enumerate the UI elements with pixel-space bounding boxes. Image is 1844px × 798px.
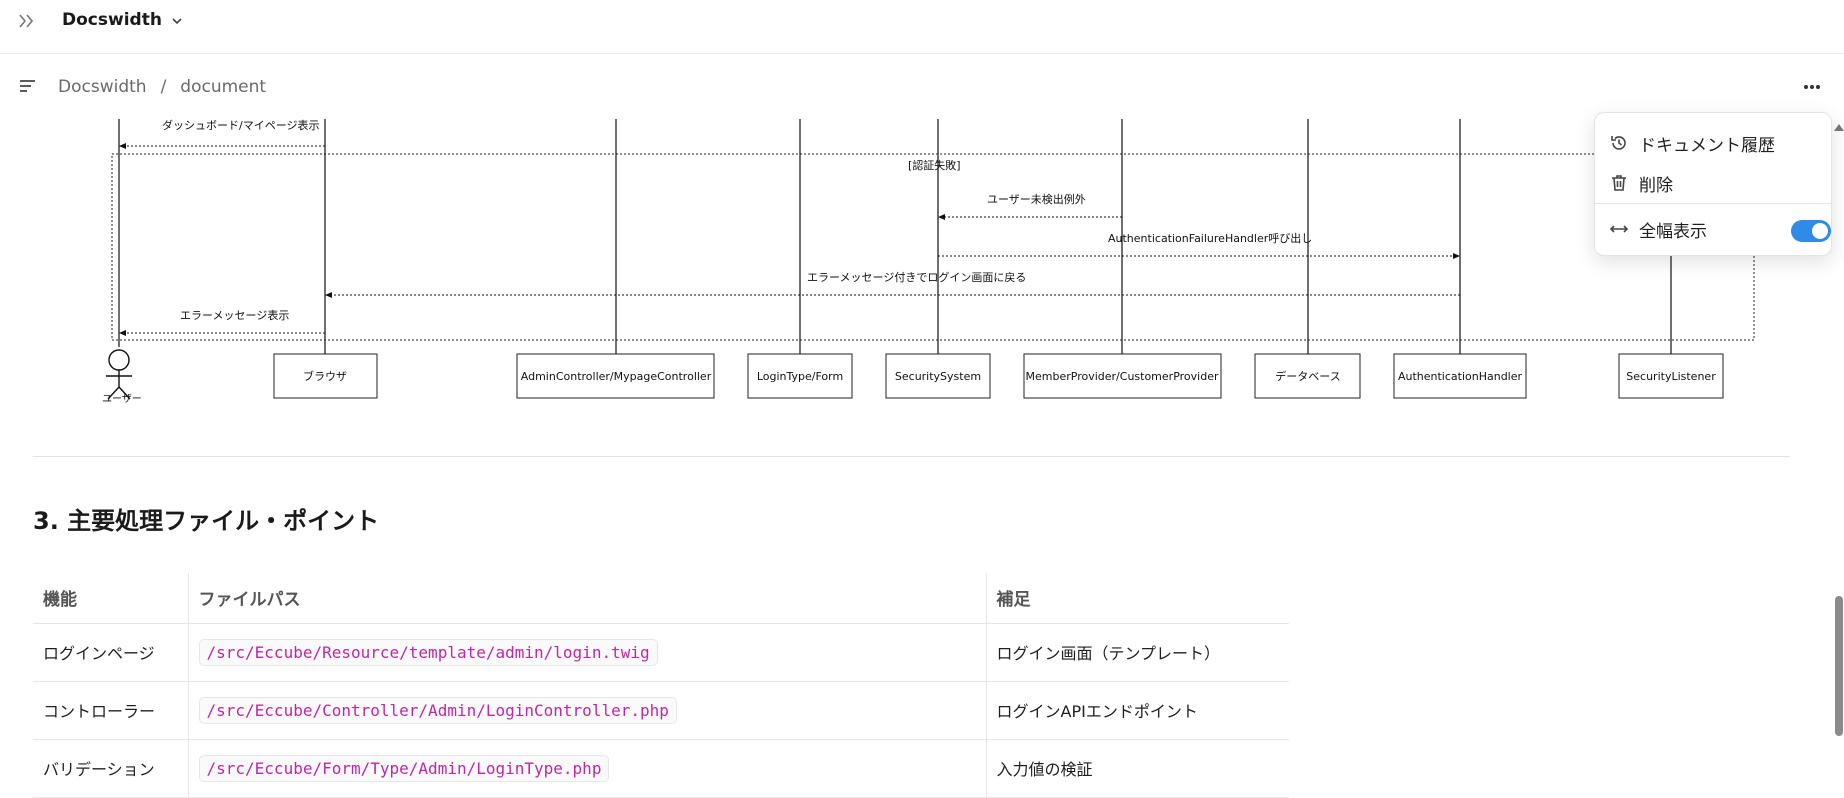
message-label: AuthenticationFailureHandler呼び出し [1108, 231, 1312, 245]
table-row: ログインページ /src/Eccube/Resource/template/ad… [33, 623, 1289, 682]
breadcrumb: Docswidth / document [58, 77, 266, 97]
note-cell: 入力値の検証 [985, 739, 1289, 798]
menu-divider [1595, 203, 1831, 204]
note-cell: ログインAPIエンドポイント [985, 681, 1289, 740]
path-cell: /src/Eccube/Form/Type/Admin/LoginType.ph… [187, 739, 986, 798]
file-path-code: /src/Eccube/Resource/template/admin/logi… [198, 638, 658, 666]
expand-sidebar-icon[interactable] [16, 10, 38, 32]
menu-item-full-width[interactable]: 全幅表示 [1609, 213, 1831, 245]
message-label: エラーメッセージ表示 [180, 308, 289, 322]
more-options-icon[interactable] [1798, 77, 1826, 97]
alt-guard-label: [認証失敗] [908, 158, 961, 172]
menu-item-history[interactable]: ドキュメント履歴 [1609, 127, 1821, 159]
breadcrumb-current[interactable]: document [180, 77, 267, 97]
workspace-name: Docswidth [62, 10, 162, 30]
trash-icon [1612, 175, 1626, 191]
document-header: Docswidth / document [0, 55, 1844, 119]
history-icon [1611, 136, 1626, 150]
chevron-down-icon [172, 17, 182, 24]
participant-label: ブラウザ [303, 369, 347, 383]
table-row: バリデーション /src/Eccube/Form/Type/Admin/Logi… [33, 739, 1289, 798]
message-label: ユーザー未検出例外 [987, 192, 1086, 206]
menu-item-label: 削除 [1639, 175, 1673, 196]
sequence-diagram: ダッシュボード/マイページ表示 [認証失敗] ユーザー未検出例外 Authent… [100, 118, 1770, 419]
column-header: 機能 [33, 573, 188, 624]
section-heading: 3. 主要処理ファイル・ポイント [33, 507, 380, 535]
participant-label: AdminController/MypageController [521, 370, 712, 383]
participant-label: AuthenticationHandler [1398, 370, 1523, 383]
workspace-switcher[interactable]: Docswidth [62, 10, 184, 30]
full-width-toggle[interactable] [1791, 220, 1831, 242]
file-table: 機能 ファイルパス 補足 ログインページ /src/Eccube/Resourc… [33, 573, 1289, 798]
scroll-thumb[interactable] [1835, 596, 1843, 736]
menu-item-label: 全幅表示 [1639, 221, 1707, 242]
breadcrumb-root[interactable]: Docswidth [58, 77, 147, 97]
table-row: コントローラー /src/Eccube/Controller/Admin/Log… [33, 681, 1289, 740]
section-divider [33, 456, 1790, 457]
participant-label: LoginType/Form [757, 370, 843, 383]
participant-label: MemberProvider/CustomerProvider [1026, 370, 1219, 383]
table-header-row: 機能 ファイルパス 補足 [33, 573, 1289, 624]
participant-label: SecurityListener [1626, 370, 1716, 383]
message-label: ダッシュボード/マイページ表示 [162, 119, 320, 132]
path-cell: /src/Eccube/Resource/template/admin/logi… [187, 623, 986, 682]
file-path-code: /src/Eccube/Controller/Admin/LoginContro… [198, 696, 677, 724]
message-label: エラーメッセージ付きでログイン画面に戻る [807, 270, 1026, 284]
feature-cell: バリデーション [33, 739, 188, 798]
note-cell: ログイン画面（テンプレート） [985, 623, 1289, 682]
scroll-up-icon[interactable] [1834, 124, 1844, 131]
participant-label: SecuritySystem [895, 370, 981, 383]
column-header: 補足 [985, 573, 1289, 624]
participant-label: ユーザー [102, 393, 142, 405]
path-cell: /src/Eccube/Controller/Admin/LoginContro… [187, 681, 986, 740]
top-bar: Docswidth [0, 0, 1844, 54]
menu-item-delete[interactable]: 削除 [1609, 167, 1821, 199]
feature-cell: ログインページ [33, 623, 188, 682]
outline-icon[interactable] [18, 77, 38, 97]
menu-item-label: ドキュメント履歴 [1639, 135, 1775, 156]
document-options-menu: ドキュメント履歴 削除 全幅表示 [1594, 112, 1832, 256]
vertical-scrollbar[interactable] [1833, 120, 1844, 798]
actor-user [106, 349, 132, 400]
breadcrumb-separator: / [160, 77, 167, 97]
participant-label: データベース [1275, 369, 1340, 383]
file-path-code: /src/Eccube/Form/Type/Admin/LoginType.ph… [198, 754, 610, 782]
column-header: ファイルパス [187, 573, 986, 624]
feature-cell: コントローラー [33, 681, 188, 740]
arrows-horizontal-icon [1609, 225, 1629, 233]
